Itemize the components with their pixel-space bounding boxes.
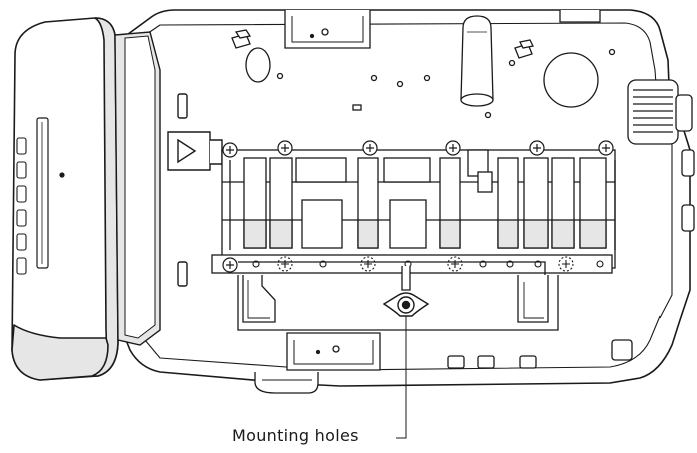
front-panel (11, 17, 119, 381)
neck-section (114, 31, 223, 346)
top-features (231, 10, 616, 119)
side-knob (627, 79, 695, 232)
plate-screws-top (222, 140, 614, 273)
mounting-hole (382, 292, 430, 317)
bottom-bracket (254, 332, 633, 394)
callout-leader (396, 316, 407, 439)
mounting-plate (211, 149, 616, 274)
mounting-holes-label: Mounting holes (232, 426, 359, 445)
